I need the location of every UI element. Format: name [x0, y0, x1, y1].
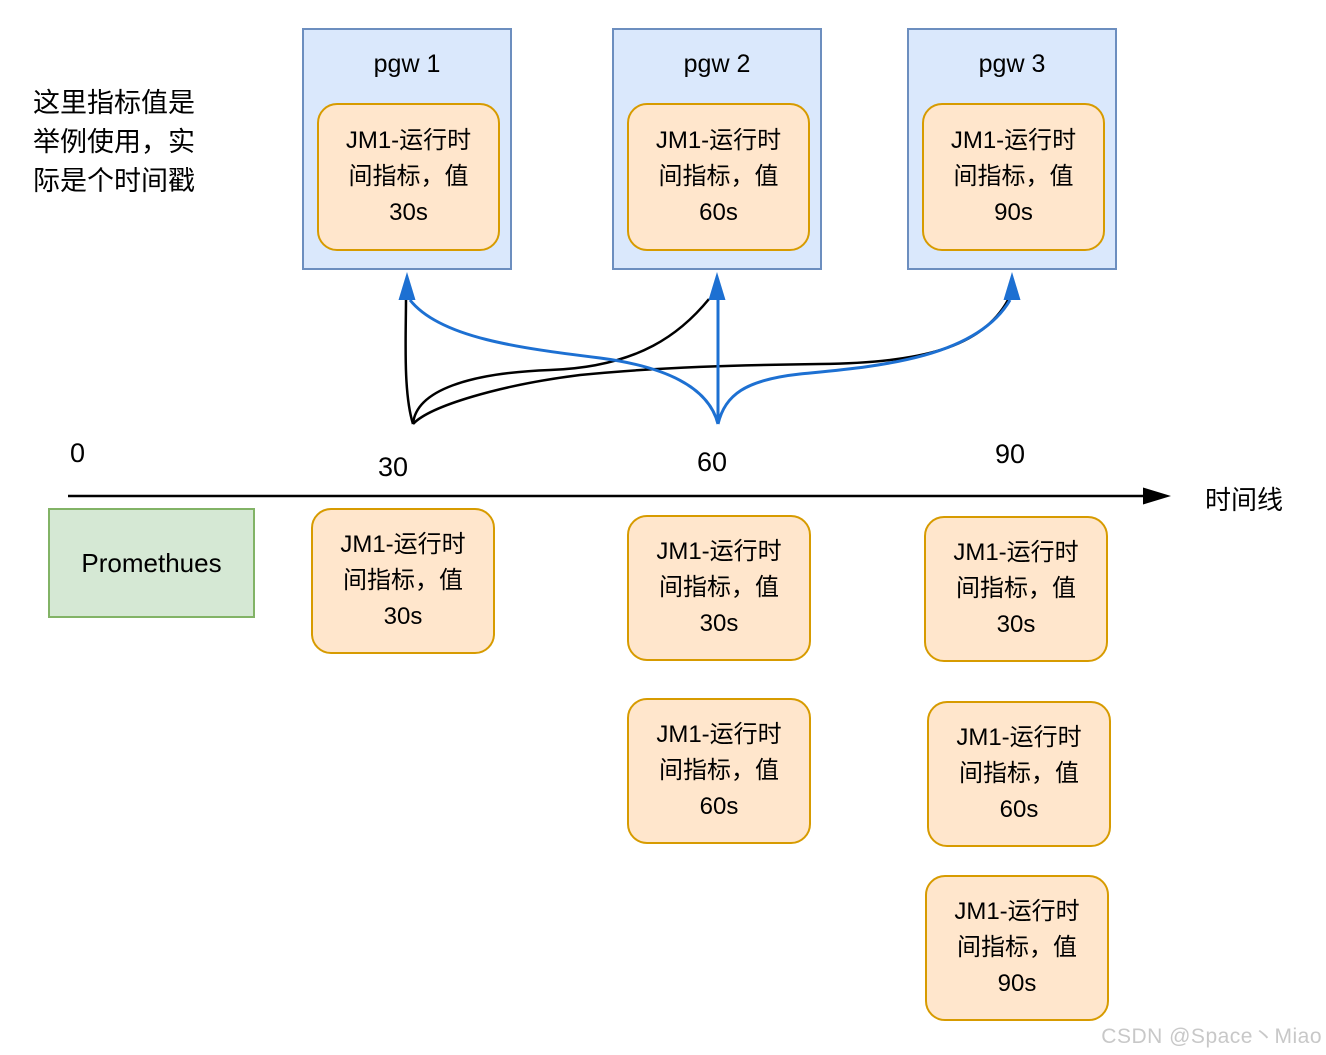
- pgw-2-title: pgw 2: [683, 50, 751, 78]
- tick-label-60: 60: [697, 447, 728, 477]
- pgw-3-node: pgw 3 JM1-运行时 间指标，值 90s: [907, 28, 1117, 270]
- timeline-arrowhead-icon: [1143, 487, 1171, 505]
- sample-chip-t60-value30: JM1-运行时 间指标，值 30s: [627, 515, 811, 661]
- timeline-axis-label: 时间线: [1205, 485, 1284, 515]
- blue-curve-60-to-pgw1: [408, 299, 720, 425]
- blue-curve-60-to-pgw3: [716, 299, 1012, 425]
- arrowhead-pgw1-icon: [398, 272, 416, 300]
- sample-chip-t30-value30: JM1-运行时 间指标，值 30s: [311, 508, 495, 654]
- sample-chip-t60-value60: JM1-运行时 间指标，值 60s: [627, 698, 811, 844]
- csdn-watermark: CSDN @Space丶Miao: [1101, 1025, 1322, 1048]
- black-curve-30-to-pgw3: [412, 299, 1010, 425]
- sample-chip-t90-value90: JM1-运行时 间指标，值 90s: [925, 875, 1109, 1021]
- annotation-note: 这里指标值是 举例使用，实 际是个时间戳: [33, 88, 195, 196]
- sample-chip-t90-value60: JM1-运行时 间指标，值 60s: [927, 701, 1111, 847]
- arrowhead-pgw3-icon: [1003, 272, 1021, 300]
- pgw-2-node: pgw 2 JM1-运行时 间指标，值 60s: [612, 28, 822, 270]
- pgw-3-title: pgw 3: [978, 50, 1046, 78]
- black-curve-30-to-pgw2: [411, 298, 710, 425]
- pgw-2-metric-chip: JM1-运行时 间指标，值 60s: [627, 103, 810, 251]
- tick-label-30: 30: [378, 452, 409, 482]
- tick-label-90: 90: [995, 439, 1026, 469]
- prometheus-box: Promethues: [48, 508, 255, 618]
- arrowhead-pgw2-icon: [708, 272, 726, 300]
- tick-label-0: 0: [70, 438, 86, 468]
- pgw-1-title: pgw 1: [373, 50, 441, 78]
- black-curve-30-to-pgw1: [404, 297, 415, 425]
- sample-chip-t90-value30: JM1-运行时 间指标，值 30s: [924, 516, 1108, 662]
- pgw-1-metric-chip: JM1-运行时 间指标，值 30s: [317, 103, 500, 251]
- pgw-3-metric-chip: JM1-运行时 间指标，值 90s: [922, 103, 1105, 251]
- pgw-1-node: pgw 1 JM1-运行时 间指标，值 30s: [302, 28, 512, 270]
